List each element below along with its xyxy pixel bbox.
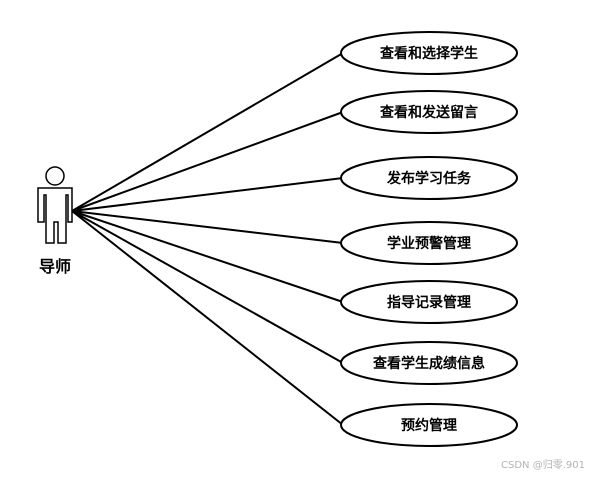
use-case-ellipse	[340, 221, 518, 265]
use-case-ellipse	[340, 280, 518, 324]
use-case-label: 查看学生成绩信息	[373, 355, 485, 372]
use-case-label: 查看和选择学生	[380, 45, 478, 62]
use-case-ellipse	[340, 156, 518, 200]
person-icon	[37, 166, 73, 244]
use-case-label: 预约管理	[401, 417, 457, 434]
use-case-label: 指导记录管理	[387, 294, 471, 311]
use-case-ellipse	[340, 90, 518, 134]
use-case-ellipse	[340, 31, 518, 75]
association-line	[71, 210, 344, 426]
use-case: 查看学生成绩信息	[340, 341, 518, 385]
use-case: 指导记录管理	[340, 280, 518, 324]
use-case-ellipse	[340, 403, 518, 447]
association-line	[71, 210, 344, 303]
use-case: 学业预警管理	[340, 221, 518, 265]
use-case-list: 查看和选择学生查看和发送留言发布学习任务学业预警管理指导记录管理查看学生成绩信息…	[340, 31, 518, 447]
association-line	[71, 177, 344, 212]
use-case: 发布学习任务	[340, 156, 518, 200]
association-line	[71, 210, 344, 364]
actor-label: 导师	[39, 257, 71, 276]
actor-tutor: 导师	[37, 166, 73, 276]
use-case-ellipse	[340, 341, 518, 385]
use-case-label: 查看和发送留言	[380, 104, 478, 121]
use-case-label: 发布学习任务	[386, 170, 472, 187]
use-case: 查看和发送留言	[340, 90, 518, 134]
association-line	[71, 52, 344, 212]
use-case: 预约管理	[340, 403, 518, 447]
use-case-label: 学业预警管理	[387, 235, 471, 252]
use-case: 查看和选择学生	[340, 31, 518, 75]
association-line	[71, 111, 344, 212]
association-line	[71, 210, 344, 244]
watermark: CSDN @归零.901	[501, 460, 585, 471]
association-lines	[71, 52, 344, 426]
